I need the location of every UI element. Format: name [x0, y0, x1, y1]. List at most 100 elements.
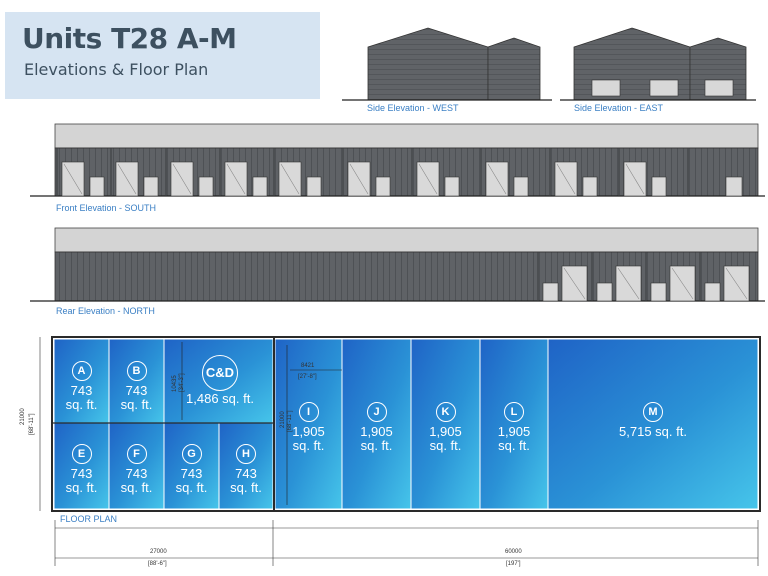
- front-elevation-south: [30, 123, 765, 197]
- unit-j-area: [341, 338, 412, 510]
- door-swing-line: [563, 267, 586, 300]
- unit-area-unit: sq. ft.: [175, 479, 208, 495]
- unit-i-area: [274, 338, 343, 510]
- unit-m-area: [547, 338, 759, 510]
- door: [89, 176, 105, 197]
- unit-badge: G: [181, 444, 202, 464]
- unit-m-label: M 5,715 sq. ft.: [548, 402, 758, 439]
- door: [651, 176, 667, 197]
- door: [561, 265, 588, 302]
- unit-area-unit: sq. ft.: [120, 479, 153, 495]
- door: [704, 282, 721, 302]
- door-swing-line: [172, 163, 192, 195]
- door-swing-line: [625, 163, 645, 195]
- unit-area-value: 1,905: [292, 424, 325, 439]
- unit-g-label: G 743 sq. ft.: [164, 444, 219, 494]
- unit-k-label: K 1,905 sq. ft.: [411, 402, 480, 452]
- floor-plan: [39, 336, 761, 566]
- unit-area-unit: sq. ft.: [292, 437, 325, 453]
- door: [375, 176, 391, 197]
- dim-width-right: 60000: [505, 549, 522, 555]
- unit-badge: I: [298, 402, 319, 422]
- door: [725, 176, 743, 197]
- unit-area-unit: sq. ft.: [65, 396, 98, 412]
- caption-north: Rear Elevation - NORTH: [56, 306, 155, 316]
- unit-area-value: 743: [70, 466, 93, 481]
- dim-depth: 21000: [20, 408, 26, 425]
- page-title: Units T28 A-M: [22, 22, 237, 55]
- door-swing-line: [725, 267, 748, 300]
- unit-badge: F: [126, 444, 147, 464]
- unit-badge: K: [435, 402, 456, 422]
- unit-area-value: 743: [70, 383, 93, 398]
- door: [444, 176, 460, 197]
- door-swing-line: [226, 163, 246, 195]
- unit-badge: M: [643, 402, 663, 422]
- unit-area-value: 743: [125, 466, 148, 481]
- dim-width-left-imperial: [88'-6"]: [148, 561, 167, 567]
- unit-badge: H: [236, 444, 256, 464]
- unit-area-value: 1,905: [497, 424, 531, 439]
- dim-width-left: 27000: [150, 549, 167, 555]
- unit-cd-label: C&D 1,486 sq. ft.: [170, 355, 270, 406]
- dim-i-depth-imperial: [68'-11"]: [287, 410, 293, 432]
- rear-elevation-north: [30, 227, 765, 302]
- unit-j-label: J 1,905 sq. ft.: [342, 402, 411, 452]
- unit-area-value: 1,486 sq. ft.: [186, 391, 254, 406]
- unit-area-unit: sq. ft.: [230, 479, 262, 495]
- door: [723, 265, 750, 302]
- door-swing-line: [671, 267, 694, 300]
- door: [198, 176, 214, 197]
- dim-i-width: 8421: [301, 363, 315, 369]
- unit-area-unit: sq. ft.: [429, 437, 462, 453]
- unit-badge: E: [71, 444, 92, 464]
- door-swing-line: [280, 163, 300, 195]
- unit-badge: B: [126, 361, 147, 381]
- caption-east: Side Elevation - EAST: [574, 103, 664, 113]
- dim-width-right-imperial: [197']: [506, 561, 521, 567]
- page-subtitle: Elevations & Floor Plan: [24, 60, 209, 79]
- unit-l-area: [479, 338, 549, 510]
- door: [143, 176, 159, 197]
- side-elevation-west: [342, 27, 552, 101]
- unit-area-value: 743: [125, 383, 148, 398]
- caption-west: Side Elevation - WEST: [367, 103, 459, 113]
- door: [306, 176, 322, 197]
- door-swing-line: [487, 163, 507, 195]
- door-swing-line: [63, 163, 83, 195]
- unit-area-value: 743: [235, 466, 257, 481]
- dim-cd-depth: 10435: [172, 375, 178, 392]
- unit-area-value: 5,715 sq. ft.: [619, 424, 687, 439]
- unit-l-label: L 1,905 sq. ft.: [480, 402, 548, 452]
- unit-badge: C&D: [202, 355, 238, 391]
- door: [615, 265, 642, 302]
- door-swing-line: [418, 163, 438, 195]
- unit-area-unit: sq. ft.: [120, 396, 153, 412]
- dim-i-width-imperial: [27'-8"]: [298, 374, 317, 380]
- unit-badge: A: [71, 361, 92, 381]
- unit-area-unit: sq. ft.: [498, 437, 530, 453]
- unit-badge: L: [504, 402, 524, 422]
- title-panel: [5, 12, 320, 99]
- dim-depth-imperial: [68'-11"]: [29, 413, 35, 435]
- unit-area-unit: sq. ft.: [65, 479, 98, 495]
- door: [596, 282, 613, 302]
- unit-e-label: E 743 sq. ft.: [54, 444, 109, 494]
- unit-h-area: [218, 422, 274, 510]
- door: [542, 282, 559, 302]
- unit-h-label: H 743 sq. ft.: [219, 444, 273, 494]
- side-elevation-east: [560, 27, 756, 101]
- door-swing-line: [349, 163, 369, 195]
- unit-area-value: 1,905: [360, 424, 393, 439]
- unit-a-label: A 743 sq. ft.: [54, 361, 109, 411]
- door: [513, 176, 529, 197]
- door-swing-line: [556, 163, 576, 195]
- unit-badge: J: [366, 402, 387, 422]
- unit-area-value: 1,905: [429, 424, 462, 439]
- door-swing-line: [117, 163, 137, 195]
- caption-south: Front Elevation - SOUTH: [56, 203, 157, 213]
- door: [582, 176, 598, 197]
- caption-floor-plan: FLOOR PLAN: [60, 514, 118, 524]
- dim-i-depth: 21000: [280, 411, 286, 428]
